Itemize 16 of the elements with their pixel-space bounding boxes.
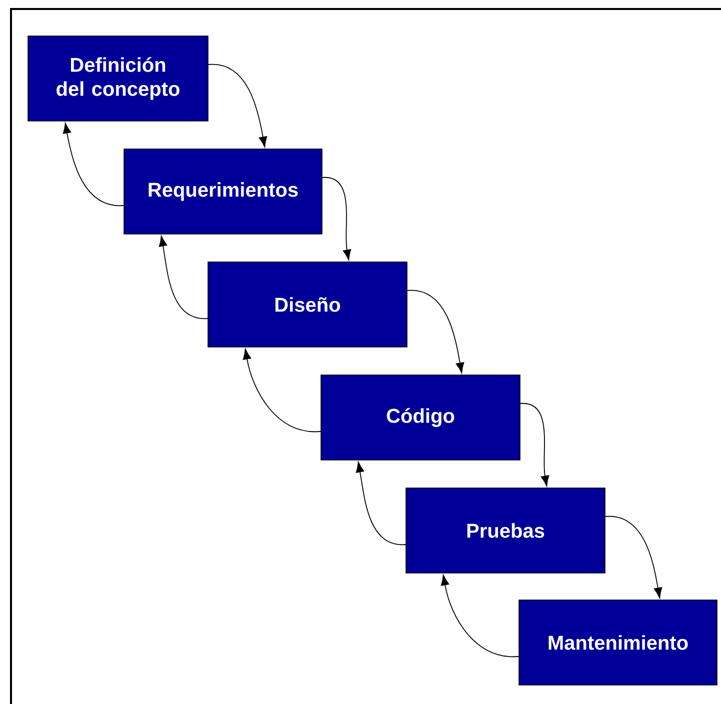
arrow bbox=[520, 403, 550, 486]
process-box: Código bbox=[320, 374, 520, 460]
process-box: Diseño bbox=[208, 262, 408, 348]
process-box: Requerimientos bbox=[124, 148, 322, 234]
process-box: Pruebas bbox=[406, 488, 606, 574]
arrow bbox=[322, 177, 352, 260]
process-box: Mantenimiento bbox=[518, 600, 718, 686]
arrow bbox=[158, 236, 208, 319]
arrow bbox=[406, 290, 464, 374]
arrow bbox=[440, 574, 520, 657]
arrow bbox=[604, 516, 662, 598]
arrow bbox=[62, 122, 124, 206]
arrow bbox=[208, 64, 268, 148]
arrow bbox=[242, 348, 322, 432]
arrow bbox=[356, 462, 406, 545]
process-box: Definición del concepto bbox=[28, 36, 208, 122]
